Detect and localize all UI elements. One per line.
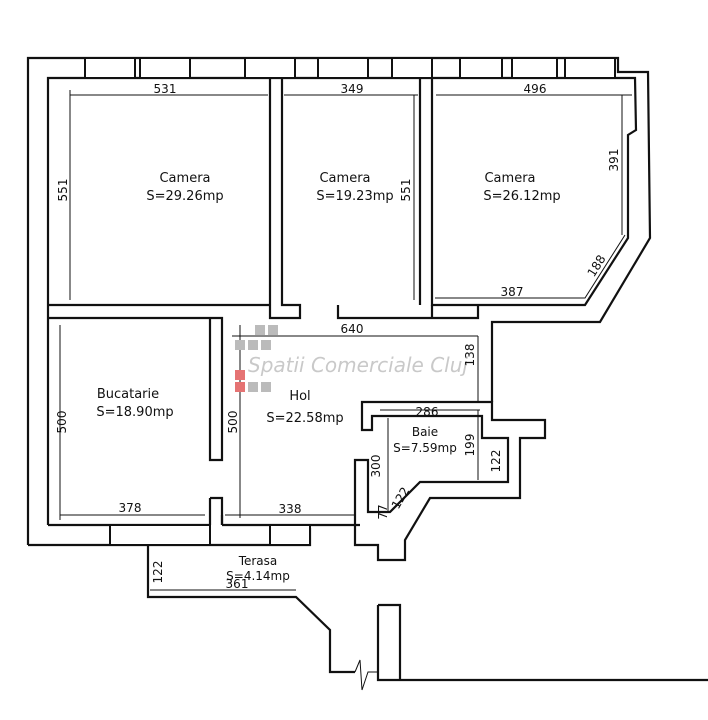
dim-label: 286 bbox=[416, 405, 439, 419]
room-name: Camera bbox=[159, 171, 210, 186]
dimension-lines bbox=[59, 90, 632, 520]
dim-label: 122 bbox=[489, 450, 503, 473]
dim-label: 387 bbox=[501, 285, 524, 299]
dim-label: 349 bbox=[341, 82, 364, 96]
watermark: Spatii Comerciale Cluj bbox=[235, 325, 468, 392]
dim-label: 391 bbox=[607, 149, 621, 172]
dim-label: 500 bbox=[226, 411, 240, 434]
dim-label: 496 bbox=[524, 82, 547, 96]
dim-label: 500 bbox=[55, 411, 69, 434]
room-name: Camera bbox=[319, 171, 370, 186]
dim-label: 199 bbox=[463, 434, 477, 457]
dim-label: 531 bbox=[154, 82, 177, 96]
room-name: Hol bbox=[289, 389, 310, 404]
dim-label: 551 bbox=[399, 179, 413, 202]
dim-label: 122 bbox=[389, 485, 413, 512]
room-area: S=18.90mp bbox=[96, 405, 173, 420]
room-area: S=22.58mp bbox=[266, 411, 343, 426]
room-name: Bucatarie bbox=[97, 387, 159, 402]
dim-label: 138 bbox=[463, 344, 477, 367]
room-area: S=29.26mp bbox=[146, 189, 223, 204]
room-name: Baie bbox=[412, 425, 438, 439]
dim-label: 361 bbox=[226, 577, 249, 591]
watermark-text: Spatii Comerciale Cluj bbox=[248, 353, 468, 377]
dim-label: 378 bbox=[119, 501, 142, 515]
dim-label: 640 bbox=[341, 322, 364, 336]
room-name: Camera bbox=[484, 171, 535, 186]
room-area: S=26.12mp bbox=[483, 189, 560, 204]
dim-label: 300 bbox=[369, 455, 383, 478]
room-area: S=19.23mp bbox=[316, 189, 393, 204]
dim-label: 338 bbox=[279, 502, 302, 516]
dim-label: 551 bbox=[56, 179, 70, 202]
room-area: S=4.14mp bbox=[226, 569, 290, 583]
windows bbox=[84, 57, 616, 546]
dim-label: 77 bbox=[376, 504, 390, 519]
room-name: Terasa bbox=[238, 554, 278, 568]
room-area: S=7.59mp bbox=[393, 441, 457, 455]
dim-label: 122 bbox=[151, 561, 165, 584]
room-labels: Camera S=29.26mp Camera S=19.23mp Camera… bbox=[96, 171, 560, 583]
